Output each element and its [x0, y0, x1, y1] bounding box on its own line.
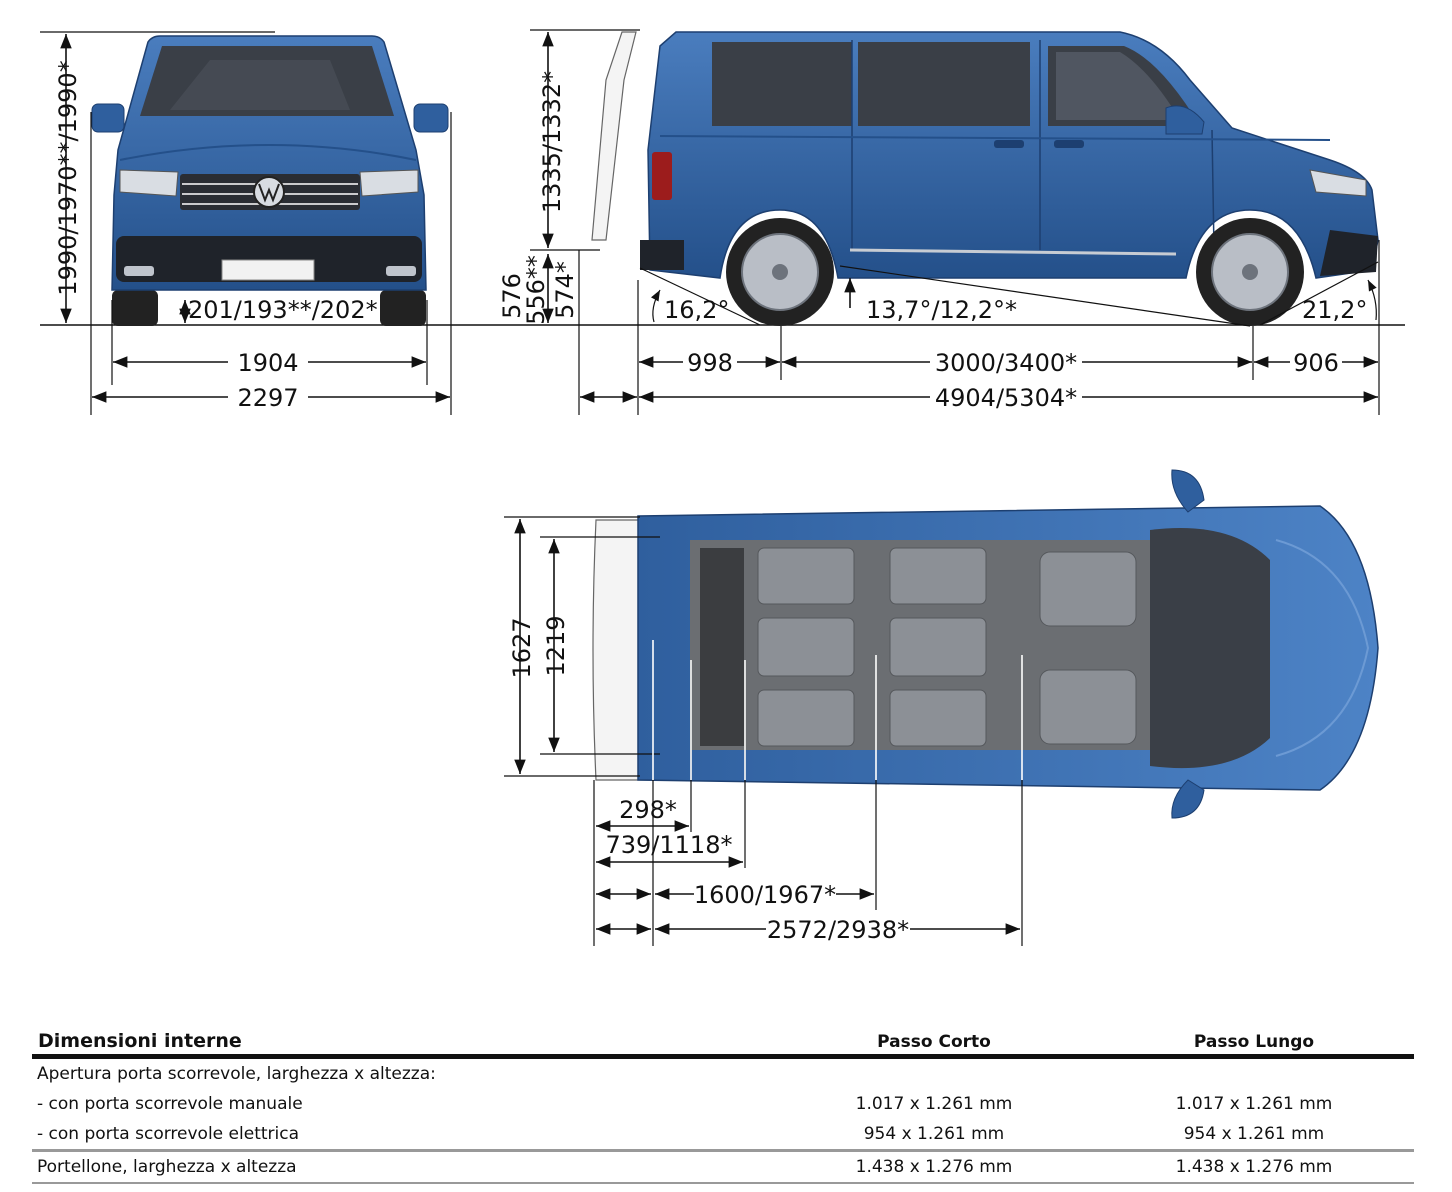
load-sill-height-576: 576 — [498, 273, 526, 319]
length-2572-label: 2572/2938* — [767, 916, 909, 944]
load-sill-heights: 576 556** 574* — [498, 255, 579, 325]
front-view-van — [91, 35, 449, 326]
front-angle-label: 21,2° — [1302, 296, 1367, 324]
table-header: Dimensioni interne Passo Corto Passo Lun… — [32, 1022, 1414, 1059]
ramp-angle-label: 13,7°/12,2°* — [866, 296, 1017, 324]
interior-width-min-label: 1219 — [542, 615, 570, 676]
front-overhang-label: 906 — [1293, 349, 1339, 377]
column-header-short: Passo Corto — [877, 1032, 991, 1052]
rear-approach-angle-label: 16,2° — [664, 296, 729, 324]
front-height-label: 1990/1970**/1990* — [54, 60, 82, 295]
table-row: Apertura porta scorrevole, larghezza x a… — [32, 1059, 1414, 1089]
row-value-short: 1.438 x 1.276 mm — [855, 1157, 1013, 1177]
row-label: - con porta scorrevole manuale — [37, 1094, 303, 1114]
overall-width-label: 2297 — [237, 384, 298, 412]
overall-length-label: 4904/5304* — [935, 384, 1077, 412]
ground-clearance-label: 201/193**/202* — [188, 296, 378, 324]
load-sill-height-574: 574* — [551, 261, 579, 319]
length-739-label: 739/1118* — [606, 831, 733, 859]
row-value-short: 1.017 x 1.261 mm — [855, 1094, 1013, 1114]
row-value-long: 1.438 x 1.276 mm — [1175, 1157, 1333, 1177]
table-row: - con porta scorrevole manuale 1.017 x 1… — [32, 1089, 1414, 1119]
column-header-long: Passo Lungo — [1193, 1032, 1315, 1052]
table-row: - con porta scorrevole elettrica 954 x 1… — [32, 1119, 1414, 1149]
row-label: Apertura porta scorrevole, larghezza x a… — [37, 1064, 436, 1084]
length-298-label: 298* — [619, 796, 677, 824]
row-value-short: 954 x 1.261 mm — [863, 1124, 1005, 1144]
wheelbase-label: 3000/3400* — [935, 349, 1077, 377]
table-row: Portellone, larghezza x altezza 1.438 x … — [32, 1149, 1414, 1184]
side-height-label: 1335/1332* — [538, 71, 566, 213]
interior-width-max-label: 1627 — [508, 617, 536, 678]
side-view-van — [591, 31, 1379, 326]
length-1600-label: 1600/1967* — [694, 881, 836, 909]
row-label: Portellone, larghezza x altezza — [37, 1157, 297, 1177]
row-value-long: 1.017 x 1.261 mm — [1175, 1094, 1333, 1114]
row-value-long: 954 x 1.261 mm — [1183, 1124, 1325, 1144]
row-label: - con porta scorrevole elettrica — [37, 1124, 299, 1144]
rear-overhang-label: 998 — [687, 349, 733, 377]
vehicle-dimension-drawing: 1990/1970**/1990* 201/193**/202* 1904 22… — [40, 29, 1405, 946]
interior-dimensions-table: Dimensioni interne Passo Corto Passo Lun… — [32, 1022, 1414, 1184]
load-sill-height-556: 556** — [522, 255, 550, 325]
table-title: Dimensioni interne — [38, 1030, 242, 1052]
track-width-label: 1904 — [237, 349, 298, 377]
top-view-van — [592, 469, 1379, 819]
